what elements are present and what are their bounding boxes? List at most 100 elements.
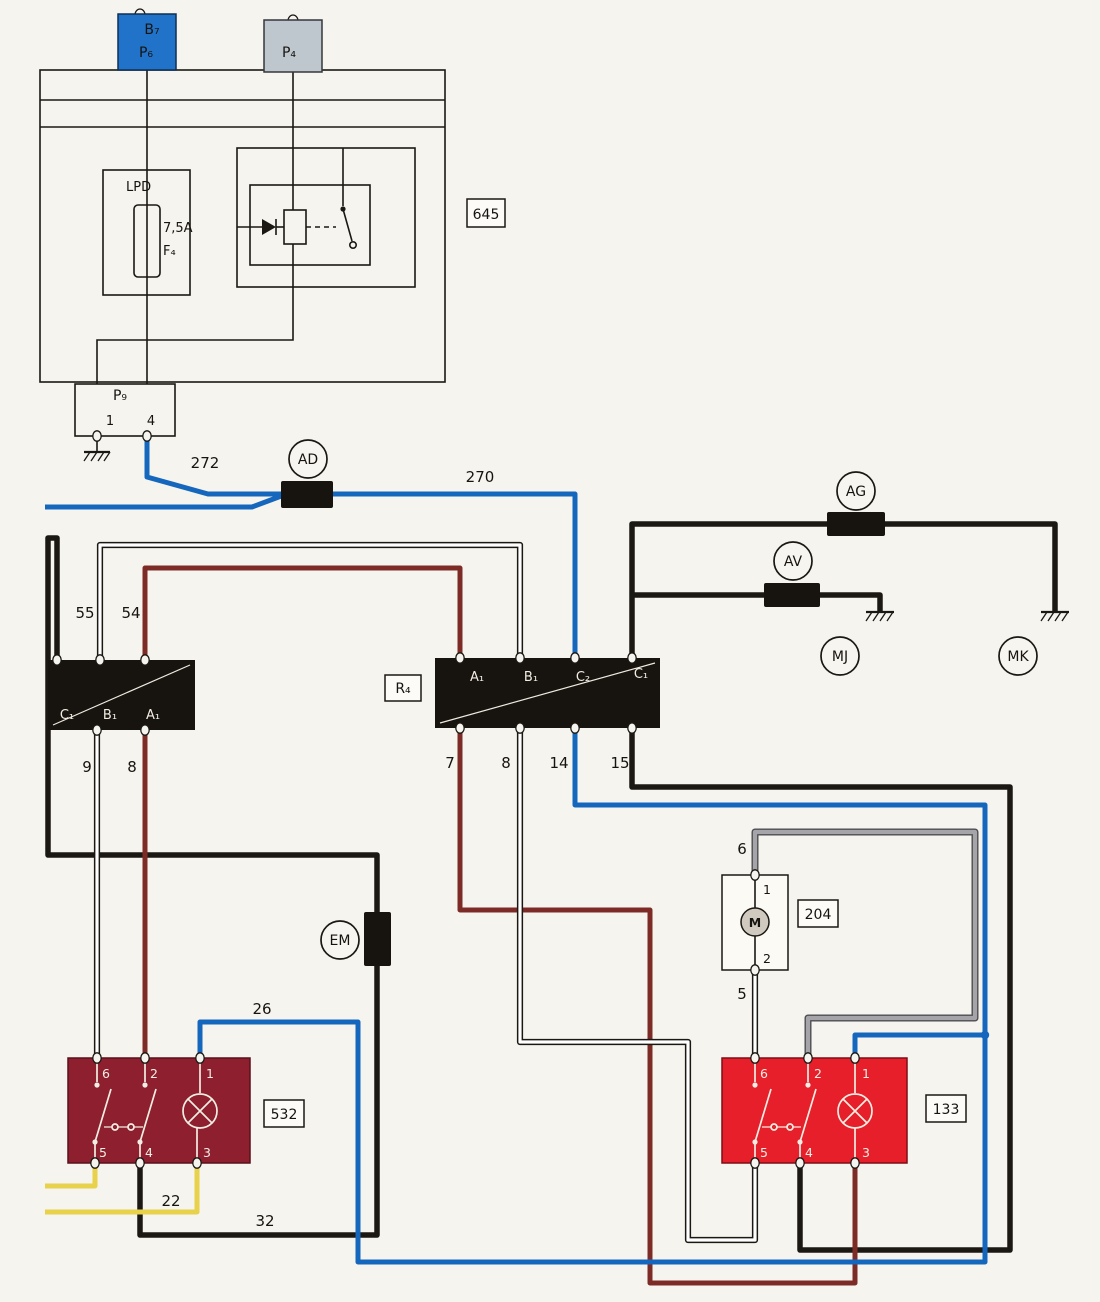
- fuse-rating-label: 7,5A: [163, 221, 193, 236]
- connector-b7p6: B₇ P₆: [117, 8, 177, 71]
- wire-8-right: [518, 728, 757, 1242]
- wire-label-55: 55: [75, 604, 94, 622]
- connector-ad-body: [281, 481, 333, 508]
- pin-532-2: 2: [150, 1066, 158, 1081]
- wire-em-32: [45, 535, 380, 1238]
- component-204: M 1 2 204: [721, 874, 839, 971]
- connector-b7p6-body: [117, 13, 177, 71]
- block-r4-tag: R₄: [395, 681, 411, 697]
- connector-p9-label: P₉: [113, 388, 127, 404]
- component-532-tagbox: [263, 1099, 305, 1128]
- component-532: 6 2 1 5 4 3 532: [67, 1057, 305, 1164]
- wires-black: [45, 521, 1058, 1253]
- fuse-name-label: F₄: [163, 244, 176, 259]
- connector-em-body: [364, 912, 391, 966]
- relay-return-line: [96, 244, 294, 384]
- wire-label-22: 22: [161, 1192, 180, 1210]
- component-133-body: [721, 1057, 908, 1164]
- wire-label-9: 9: [82, 758, 92, 776]
- motor-symbol: M: [749, 915, 761, 930]
- wire-av-ground: [632, 592, 883, 612]
- wire-yellow-a: [45, 1163, 98, 1189]
- module-645-tag: 645: [473, 207, 500, 223]
- wire-label-54: 54: [121, 604, 140, 622]
- wire-15: [629, 728, 1013, 1253]
- callout-ag-circle: [836, 471, 876, 511]
- wire-14-branch-133: [852, 1032, 985, 1058]
- wire-label-26: 26: [252, 1000, 271, 1018]
- wire-272-branch: [45, 492, 285, 510]
- callout-mj: MJ: [832, 649, 848, 665]
- pin-133-6: 6: [760, 1066, 768, 1081]
- pin-532-4: 4: [145, 1145, 153, 1160]
- fuse-box-label: LPD: [126, 180, 151, 195]
- ground-symbol-mk: [1040, 610, 1069, 622]
- wire-label-6: 6: [737, 840, 747, 858]
- module-645: B₇ P₆ P₄ LPD 7,5A F₄: [39, 8, 506, 462]
- connector-ag-body: [827, 512, 885, 536]
- p9-pin-1: 1: [106, 414, 114, 429]
- wire-6: [752, 829, 978, 1058]
- switch-blade-icon: [754, 1088, 772, 1143]
- callout-ag: AG: [846, 484, 866, 500]
- connector-p9-body: [74, 383, 176, 437]
- component-204-tag: 204: [805, 907, 832, 923]
- pin-532-3: 3: [203, 1145, 211, 1160]
- wire-label-14: 14: [549, 754, 568, 772]
- pin-133-3: 3: [862, 1145, 870, 1160]
- module-645-tagbox: [466, 198, 506, 228]
- wire-label-8-left: 8: [127, 758, 137, 776]
- component-133-internals: [752, 1058, 873, 1163]
- callout-av: AV: [784, 554, 803, 570]
- fuse-symbol: [133, 204, 161, 278]
- wire-junction-dot: [980, 1030, 990, 1040]
- block-r4-tagbox: [384, 674, 422, 702]
- block-r4-pin-a1: A₁: [470, 670, 484, 685]
- ground-symbol-mj: [865, 610, 894, 622]
- p9-pin-4: 4: [147, 414, 155, 429]
- block-left-pin-c1: C₁: [60, 708, 74, 723]
- component-133: 6 2 1 5 4 3 133: [721, 1057, 967, 1164]
- pin-133-2: 2: [814, 1066, 822, 1081]
- pin-bumps: [52, 430, 860, 1169]
- wire-labels: 272 270 55 54 9 8 7 8 14 15 26 22 32 6 5: [75, 454, 746, 1230]
- wire-label-15: 15: [610, 754, 629, 772]
- component-133-tag: 133: [933, 1102, 960, 1118]
- wire-22: [45, 1163, 200, 1215]
- connector-p4-label: P₄: [282, 45, 296, 61]
- connector-b7-label: B₇: [144, 22, 159, 38]
- block-left-diagonal: [52, 664, 191, 726]
- callout-ad: AD: [298, 452, 318, 468]
- block-r4-pin-c2: C₂: [576, 670, 590, 685]
- wire-label-7: 7: [445, 754, 455, 772]
- wire-54: [142, 565, 463, 660]
- pin-133-1: 1: [862, 1066, 870, 1081]
- wire-label-32: 32: [255, 1212, 274, 1230]
- callout-mk-circle: [998, 636, 1038, 676]
- pin-532-1: 1: [206, 1066, 214, 1081]
- connector-p4-body: [263, 19, 323, 73]
- pin-204-2: 2: [763, 951, 771, 966]
- block-r4: A₁ B₁ C₂ C₁ R₄: [384, 658, 660, 728]
- pin-532-5: 5: [99, 1145, 107, 1160]
- motor-icon: [740, 907, 770, 937]
- component-532-tag: 532: [271, 1107, 298, 1123]
- switch-blade-icon: [139, 1088, 157, 1143]
- connector-p6-label: P₆: [139, 45, 153, 61]
- component-133-tagbox: [925, 1094, 967, 1123]
- diode-icon: [262, 219, 276, 235]
- wires-blue: [45, 439, 990, 1265]
- callout-av-circle: [773, 541, 813, 581]
- wire-label-270: 270: [466, 468, 495, 486]
- wire-272-270: [144, 439, 578, 658]
- block-left: C₁ B₁ A₁: [48, 660, 195, 730]
- block-r4-pin-c1: C₁: [634, 667, 648, 682]
- fuse-box-lpd: LPD 7,5A F₄: [102, 169, 193, 296]
- component-532-internals: [92, 1058, 218, 1163]
- relay-outline: [249, 184, 371, 266]
- pin-133-4: 4: [805, 1145, 813, 1160]
- relay-symbol: [237, 148, 371, 266]
- fuse-box-outline: [102, 169, 191, 296]
